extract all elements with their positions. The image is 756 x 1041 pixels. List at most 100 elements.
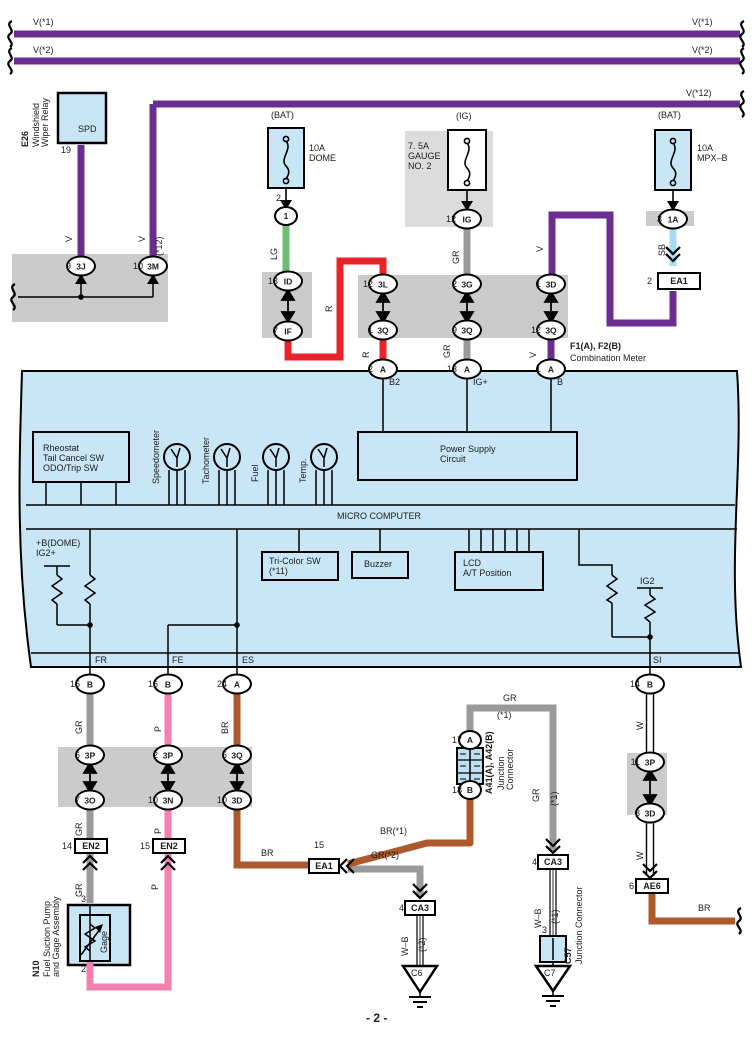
ground-label-c6: C6 [411, 968, 423, 978]
ig2-label: IG2 [640, 576, 655, 586]
chevrons [82, 246, 681, 900]
terminal-b-16: B [153, 673, 183, 695]
n10-pin-3: 3 [80, 894, 86, 904]
ground-label-c7: C7 [544, 968, 556, 978]
pin-meter-a1: 2 [367, 364, 373, 374]
n10-pin-2: 2 [80, 964, 86, 974]
continuation-marks [7, 20, 745, 935]
wires-pink [86, 692, 172, 991]
ground-c7 [533, 964, 573, 1007]
wire-label-v-ea1: V [535, 245, 545, 252]
fuse-glyphs [282, 135, 677, 203]
wire-label-gr-vert-note: (*1) [549, 791, 559, 806]
ground-c6 [400, 964, 440, 1008]
fuse-gauge-rating: 7. 5A [408, 141, 430, 151]
combination-meter-body [18, 370, 743, 668]
fuse-mpx-pin: 3 [656, 214, 662, 224]
pin-jc-18: 18 [451, 785, 462, 795]
pin-if: 7 [272, 326, 278, 336]
terminal-a-24: A [222, 673, 252, 695]
wires-brown [233, 692, 735, 925]
pair-arrows [82, 288, 658, 807]
power-supply-2: Circuit [440, 454, 466, 464]
wires-gray [86, 227, 557, 903]
pin-16: 16 [147, 679, 158, 689]
micro-computer-label: MICRO COMPUTER [337, 511, 421, 521]
connector-ca3-right: CA3 [537, 854, 569, 870]
wire-label-br-ea1: BR [261, 848, 274, 858]
e26-terminal-spd: SPD [78, 124, 97, 134]
pin-3g: 2 [451, 279, 457, 289]
connector-1: 1 [274, 206, 298, 226]
connector-en2-left: EN2 [74, 838, 108, 854]
pin-3q-5: 5 [221, 750, 227, 760]
gauge-label-temp: Temp. [298, 458, 308, 483]
connector-ae6: AE6 [635, 878, 669, 894]
b-dome-label: +B(DOME) [36, 538, 81, 548]
fuse-dome-rating: 10A [309, 143, 326, 153]
wire-label-gr2: GR [442, 344, 452, 359]
pin-ea1-15: 15 [314, 840, 325, 850]
e26-code: E26 [20, 130, 30, 147]
pin-3o-7: 7 [74, 795, 80, 805]
wire-label-gr-vert: GR [531, 788, 541, 803]
wire-label-p-n10: P [150, 883, 160, 890]
lcd-1: LCD [463, 558, 482, 568]
gauge-label-tachometer: Tachometer [201, 436, 211, 484]
pin-3d-10: 10 [216, 795, 227, 805]
meter-pin-fe: FE [172, 655, 184, 665]
meter-pin-si: SI [653, 655, 662, 665]
connector-1a: 1A [658, 208, 688, 230]
jc-name-2: Connector [505, 748, 515, 790]
wire-label-gr-b4: GR [74, 822, 84, 837]
pin-3q-1: 1 [367, 325, 373, 335]
e26-name-2: Wiper Relay [40, 97, 50, 147]
pin-ca3-right: 4 [531, 857, 537, 867]
lcd-2: A/T Position [463, 568, 512, 578]
ig2-plus-label: IG2+ [36, 548, 56, 558]
fuse-gauge-name-2: NO. 2 [408, 161, 432, 171]
rail-v2-label-left: V(*2) [33, 45, 54, 55]
wire-label-w-si: W [635, 721, 645, 731]
rheostat-3: ODO/Trip SW [43, 463, 99, 473]
band1-arrows [75, 274, 159, 284]
terminal-label-b: B [557, 377, 564, 387]
pin-3j: 9 [65, 261, 71, 271]
pin-jc-17: 17 [451, 735, 462, 745]
tricolor-2: (*11) [269, 566, 288, 576]
pin-14: 14 [629, 679, 640, 689]
terminal-a-b2: A [368, 358, 398, 380]
fuse-gauge-name-1: GAUGE [408, 151, 441, 161]
wire-label-br-es: BR [220, 721, 230, 734]
pin-meter-a2: 13 [446, 364, 457, 374]
connector-3g: 3G [452, 273, 482, 295]
pin-3d: 1 [535, 279, 541, 289]
connector-3j: 3J [66, 255, 96, 277]
c57-name: Junction Connector [574, 886, 584, 964]
pin-en2-14: 14 [61, 841, 72, 851]
meter-code: F1(A), F2(B) [570, 341, 621, 351]
wire-label-br1: BR(*1) [380, 826, 408, 836]
wire-label-v-e26: V [64, 235, 74, 242]
fuse-dome-header: (BAT) [271, 110, 294, 120]
terminal-a-b: A [536, 358, 566, 380]
pin-ae6-6: 6 [628, 881, 634, 891]
meter-name: Combination Meter [570, 353, 647, 363]
wires-red [284, 257, 387, 361]
a41-junction-connector [456, 747, 484, 785]
wire-label-wb-c6: W–B [400, 936, 410, 956]
pin-15: 15 [69, 679, 80, 689]
pin-3d-3: 3 [634, 808, 640, 818]
wire-label-w-lower: W [635, 851, 645, 861]
wire-label-v2: V [528, 351, 538, 358]
rail-v2-label-right: V(*2) [692, 45, 713, 55]
c57-code: C57 [563, 947, 573, 964]
connector-ea1-top: EA1 [657, 272, 701, 290]
pin-id: 13 [267, 276, 278, 286]
rheostat-2: Tail Cancel SW [43, 453, 105, 463]
pin-meter-a3: 1 [535, 364, 541, 374]
connector-3m: 3M [138, 255, 168, 277]
rail-v1-label-left: V(*1) [33, 17, 54, 27]
fuse-gauge-header: (IG) [456, 111, 472, 121]
